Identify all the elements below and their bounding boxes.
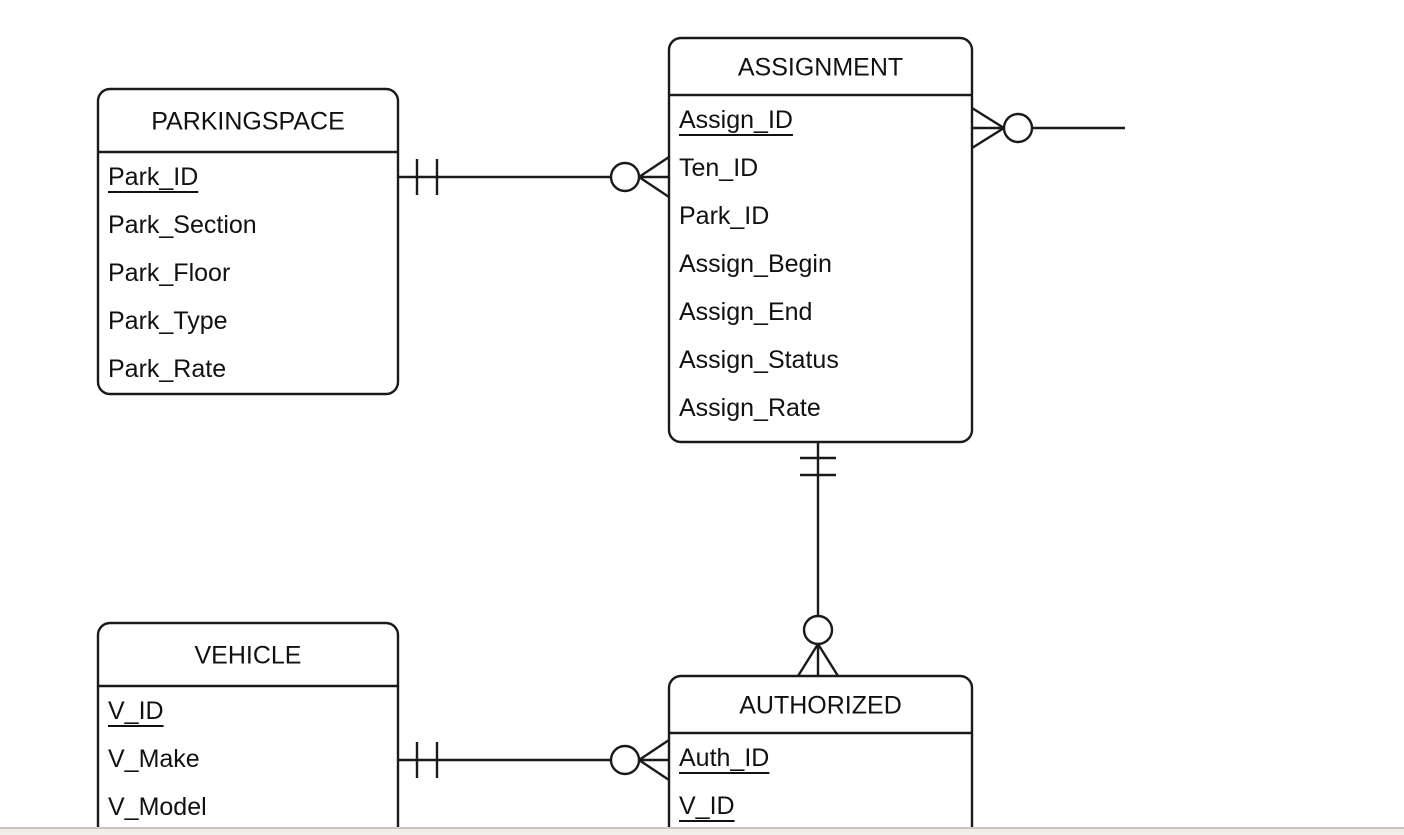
entity-attribute-key: Park_ID: [108, 163, 198, 191]
zero-or-many-circle: [802, 614, 834, 646]
crows-foot-icon: [638, 739, 670, 781]
entity-authorized[interactable]: AUTHORIZED Auth_ID V_ID: [667, 674, 974, 835]
relationship-assignment-external-right[interactable]: [971, 106, 1125, 150]
entity-title: ASSIGNMENT: [738, 54, 903, 82]
entity-attribute-key: Assign_ID: [679, 106, 793, 134]
entity-box: [667, 674, 974, 835]
entity-assignment[interactable]: ASSIGNMENT Assign_ID Ten_ID Park_ID Assign_B…: [667, 36, 974, 444]
entity-parkingspace[interactable]: PARKINGSPACE Park_ID Park_SectionPark_Floo…: [96, 87, 400, 396]
entity-attribute: Assign_Begin: [679, 250, 832, 278]
relationship-assignment-authorized[interactable]: [796, 442, 840, 677]
entity-attribute: Park_Section: [108, 211, 257, 239]
entity-attribute-key: V_ID: [108, 697, 164, 725]
crows-foot-icon: [796, 643, 840, 677]
entity-box: [96, 87, 400, 396]
page-bottom-strip: [0, 829, 1404, 835]
entity-attribute: Park_ID: [679, 202, 769, 230]
zero-or-many-circle: [609, 161, 641, 193]
entities-layer: PARKINGSPACE Park_ID Park_SectionPark_Floo…: [96, 36, 974, 835]
entity-title: VEHICLE: [195, 642, 302, 670]
crows-foot-icon: [971, 106, 1005, 150]
zero-or-many-circle: [609, 744, 641, 776]
entity-attribute: V_Model: [108, 793, 207, 821]
entity-attribute-key: Auth_ID: [679, 744, 769, 772]
entity-box: [96, 621, 400, 835]
entity-box: [667, 36, 974, 444]
entity-attribute: Park_Floor: [108, 259, 230, 287]
entity-attribute: Park_Type: [108, 307, 228, 335]
entity-attribute: Assign_Rate: [679, 394, 821, 422]
entity-attribute: Assign_Status: [679, 346, 839, 374]
entity-attribute: Assign_End: [679, 298, 812, 326]
entity-attribute: V_Make: [108, 745, 200, 773]
relationship-vehicle-authorized[interactable]: [398, 739, 670, 781]
entity-attribute: Park_Rate: [108, 355, 226, 383]
entity-title: AUTHORIZED: [739, 692, 902, 720]
zero-or-many-circle: [1002, 112, 1034, 144]
entity-attribute: Ten_ID: [679, 154, 758, 182]
crows-foot-icon: [638, 156, 670, 198]
relationship-parkingspace-assignment[interactable]: [398, 156, 670, 198]
entity-attribute-key: V_ID: [679, 792, 735, 820]
entity-title: PARKINGSPACE: [151, 108, 345, 136]
